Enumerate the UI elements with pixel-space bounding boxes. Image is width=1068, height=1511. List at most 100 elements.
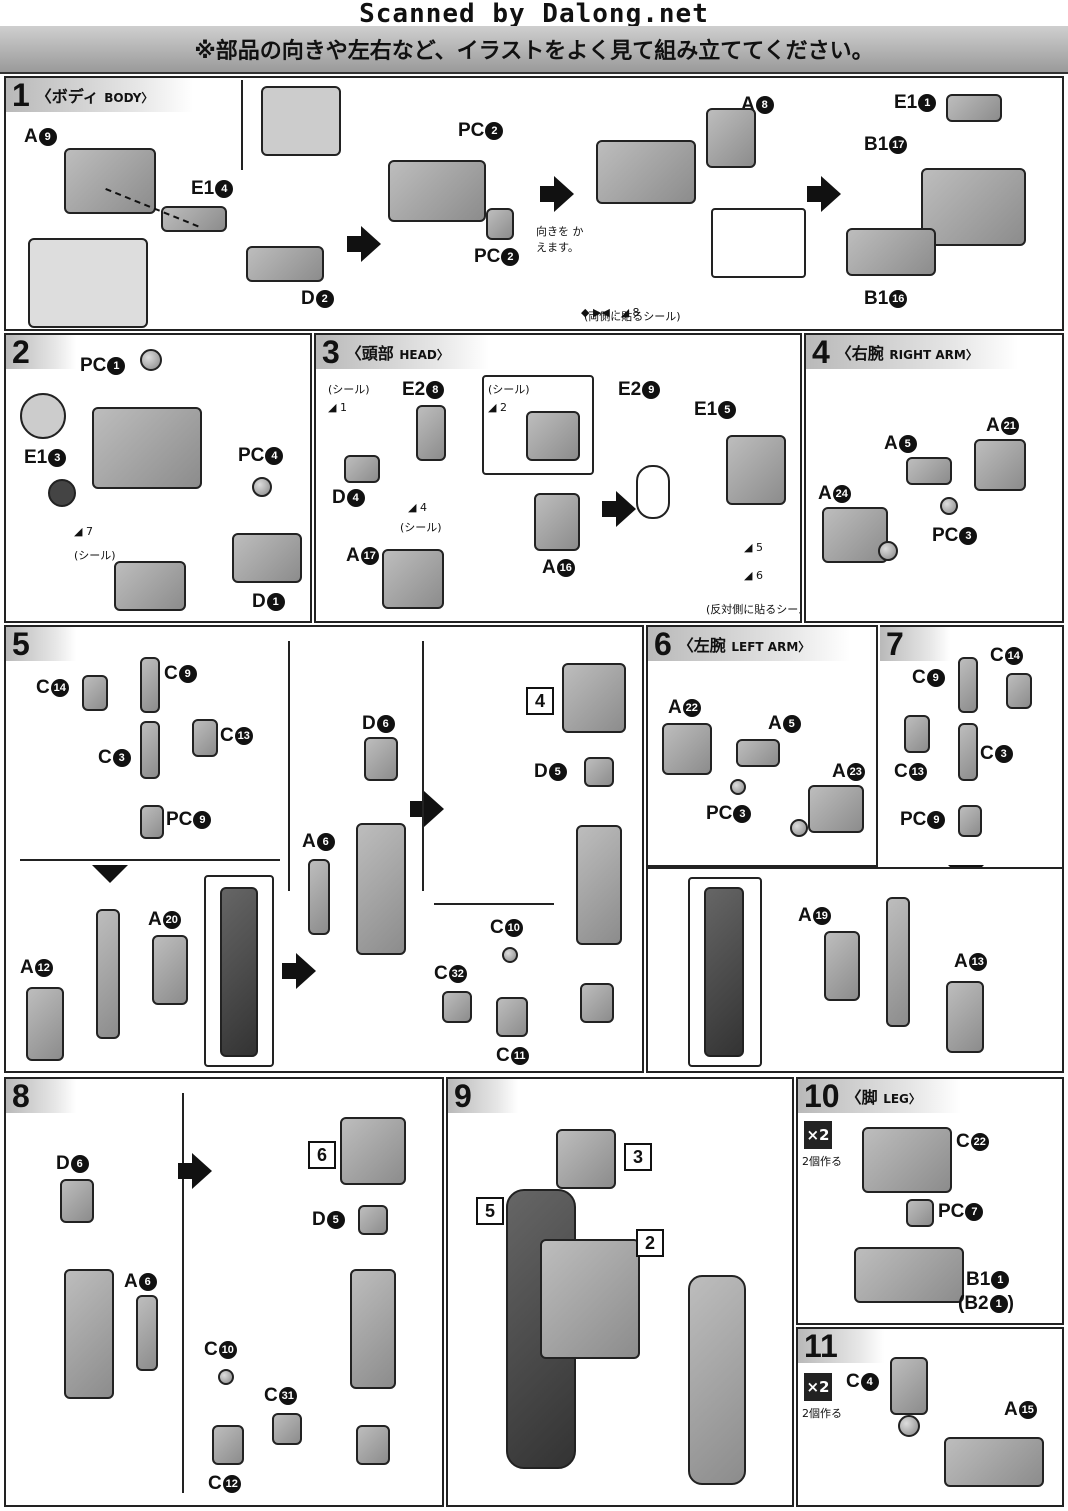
make-two-note: 2個作る xyxy=(802,1155,842,1168)
step-number: 5 xyxy=(12,626,30,662)
next-arrow xyxy=(347,226,381,262)
part-shoulder xyxy=(562,663,626,733)
subassembly-badge-4: 4 xyxy=(526,687,554,715)
part-c13 xyxy=(192,719,218,757)
next-arrow xyxy=(282,953,316,989)
part-upper-arm xyxy=(64,1269,114,1399)
part-d2 xyxy=(246,246,324,282)
divider xyxy=(288,641,290,891)
part-a22 xyxy=(662,723,712,775)
part-a16 xyxy=(534,493,580,551)
part-d5 xyxy=(358,1205,388,1235)
part-a6 xyxy=(308,859,330,935)
part-c4 xyxy=(890,1357,928,1415)
step-number: 8 xyxy=(12,1078,30,1114)
part-a6 xyxy=(136,1295,158,1371)
part-head xyxy=(726,435,786,505)
part-body-step3 xyxy=(596,140,696,204)
sticker-7: ◢ 7 xyxy=(74,525,93,538)
part-upper-arm xyxy=(356,823,406,955)
part-pc7 xyxy=(906,1199,934,1227)
down-arrow xyxy=(92,865,128,883)
sticker-note: (シール) xyxy=(328,383,370,396)
part-pc2 xyxy=(486,208,514,240)
both-sides-note: (両側に貼るシール) xyxy=(584,310,681,323)
part-c9 xyxy=(958,657,978,713)
part-a8 xyxy=(706,108,756,168)
step-header: 11 xyxy=(798,1329,884,1363)
part-ball-joint xyxy=(790,819,808,837)
step-title: 〈左腕 LEFT ARM〉 xyxy=(677,636,811,655)
subassembly-badge-2: 2 xyxy=(636,1229,664,1257)
part-pc3 xyxy=(730,779,746,795)
part-a20 xyxy=(152,935,188,1005)
step-number: 10 xyxy=(804,1078,840,1114)
sticker-2: ◢ 2 xyxy=(488,401,507,414)
part-c32 xyxy=(442,991,472,1023)
opposite-side-note: (反対側に貼るシール) xyxy=(706,603,800,616)
step-number: 6 xyxy=(654,626,672,662)
part-b116 xyxy=(846,228,936,276)
subassembly-badge-5: 5 xyxy=(476,1197,504,1225)
part-a23 xyxy=(808,785,864,833)
step-header: 3 〈頭部 HEAD〉 xyxy=(316,335,489,369)
part-pc9 xyxy=(140,805,164,839)
part-ball-joint xyxy=(878,541,898,561)
assembly-notice: ※部品の向きや左右など、イラストをよく見て組み立ててください。 xyxy=(0,26,1068,74)
part-ball-joint xyxy=(898,1415,920,1437)
sticker-1: ◢ 1 xyxy=(328,401,347,414)
part-c3 xyxy=(140,721,160,779)
subassembly-badge-6: 6 xyxy=(308,1141,336,1169)
part-a5 xyxy=(906,457,952,485)
detail-circle xyxy=(20,393,66,439)
part-a19 xyxy=(824,931,860,1001)
part-e11 xyxy=(946,94,1002,122)
sticker-6: ◢ 6 xyxy=(744,569,763,582)
step-header: 9 xyxy=(448,1079,518,1113)
part-c3 xyxy=(958,723,978,781)
step-number: 3 xyxy=(322,334,340,370)
part-pc1 xyxy=(140,349,162,371)
step-title: 〈右腕 RIGHT ARM〉 xyxy=(835,344,978,363)
step-header: 5 xyxy=(6,627,76,661)
part-pc3 xyxy=(940,497,958,515)
detail-callout-box xyxy=(636,465,670,519)
part-torso-assembled xyxy=(540,1239,640,1359)
part-c13 xyxy=(904,715,930,753)
step-header: 8 xyxy=(6,1079,76,1113)
part-e13 xyxy=(48,479,76,507)
step-title: 〈頭部 HEAD〉 xyxy=(345,344,449,363)
part-d1 xyxy=(232,533,302,583)
part-d4 xyxy=(344,455,380,483)
sticker-note: (シール) xyxy=(400,521,442,534)
step-number: 1 xyxy=(12,77,30,113)
